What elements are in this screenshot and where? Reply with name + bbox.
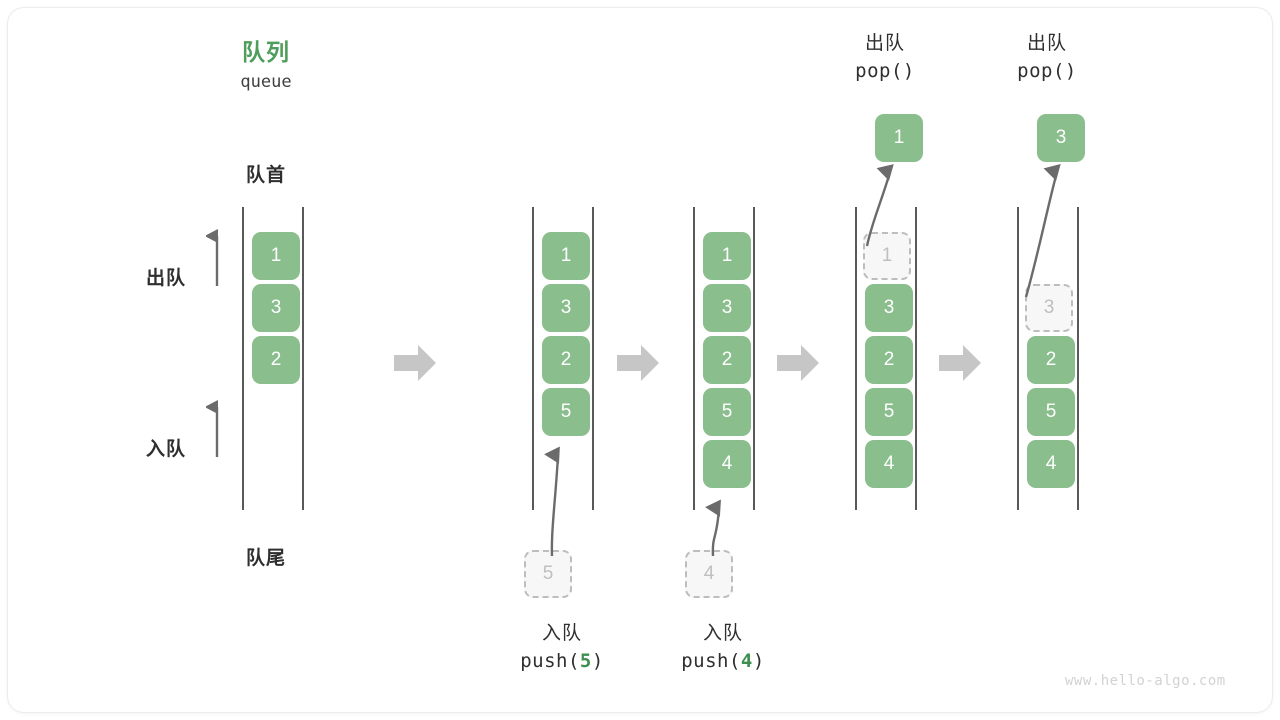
queue-element: 3 xyxy=(865,284,913,332)
pop-caption: 出队 pop() xyxy=(800,30,970,85)
queue-element: 2 xyxy=(1027,336,1075,384)
enqueue-direction-arrow xyxy=(206,400,219,457)
push-caption-cn: 入队 xyxy=(541,623,582,644)
pop-caption-cn: 出队 xyxy=(864,33,905,54)
queue-element: 5 xyxy=(703,388,751,436)
front-label: 队首 xyxy=(245,165,286,186)
push-caption-cn: 入队 xyxy=(702,623,743,644)
push-caption: 入队 push(4) xyxy=(628,620,818,675)
queue-element: 5 xyxy=(542,388,590,436)
queue-rail-left xyxy=(1017,207,1019,510)
queue-element: 4 xyxy=(1027,440,1075,488)
popped-element: 1 xyxy=(875,114,923,162)
pop-caption-cn: 出队 xyxy=(1026,33,1067,54)
enqueue-side-label: 入队 xyxy=(146,439,187,460)
incoming-element-ghost: 5 xyxy=(524,550,572,598)
queue-rail-left xyxy=(242,207,244,510)
queue-element: 4 xyxy=(703,440,751,488)
watermark: www.hello-algo.com xyxy=(1065,673,1226,689)
queue-element: 2 xyxy=(865,336,913,384)
queue-rail-left xyxy=(532,207,534,510)
stage-flow-arrow xyxy=(392,342,438,384)
incoming-element-ghost: 4 xyxy=(685,550,733,598)
stage-flow-arrow xyxy=(937,342,983,384)
push-caption: 入队 push(5) xyxy=(467,620,657,675)
push-caption-code: push(5) xyxy=(520,649,604,672)
dequeue-side-label: 出队 xyxy=(146,268,187,289)
queue-element: 2 xyxy=(542,336,590,384)
dequeue-direction-arrow xyxy=(206,229,219,286)
queue-rail-right xyxy=(302,207,304,510)
queue-rail-right xyxy=(592,207,594,510)
popped-element: 3 xyxy=(1037,114,1085,162)
queue-rail-right xyxy=(753,207,755,510)
queue-element: 1 xyxy=(542,232,590,280)
queue-element: 2 xyxy=(703,336,751,384)
queue-element: 5 xyxy=(1027,388,1075,436)
queue-rail-left xyxy=(855,207,857,510)
queue-element: 3 xyxy=(542,284,590,332)
pop-caption: 出队 pop() xyxy=(962,30,1132,85)
queue-element: 2 xyxy=(252,336,300,384)
stage-flow-arrow xyxy=(615,342,661,384)
queue-element: 3 xyxy=(703,284,751,332)
queue-rail-right xyxy=(915,207,917,510)
figure-title-cn: 队列 xyxy=(242,39,290,65)
pop-caption-code: pop() xyxy=(1017,59,1077,82)
pop-caption-code: pop() xyxy=(855,59,915,82)
queue-element: 1 xyxy=(703,232,751,280)
rear-label: 队尾 xyxy=(245,548,286,569)
queue-rail-right xyxy=(1077,207,1079,510)
queue-element: 1 xyxy=(252,232,300,280)
push-caption-code: push(4) xyxy=(681,649,765,672)
figure-title-en: queue xyxy=(240,72,292,92)
queue-rail-left xyxy=(693,207,695,510)
queue-element: 3 xyxy=(252,284,300,332)
queue-ghost-slot: 3 xyxy=(1025,284,1073,332)
stage-flow-arrow xyxy=(775,342,821,384)
queue-element: 5 xyxy=(865,388,913,436)
queue-element: 4 xyxy=(865,440,913,488)
queue-ghost-slot: 1 xyxy=(863,232,911,280)
